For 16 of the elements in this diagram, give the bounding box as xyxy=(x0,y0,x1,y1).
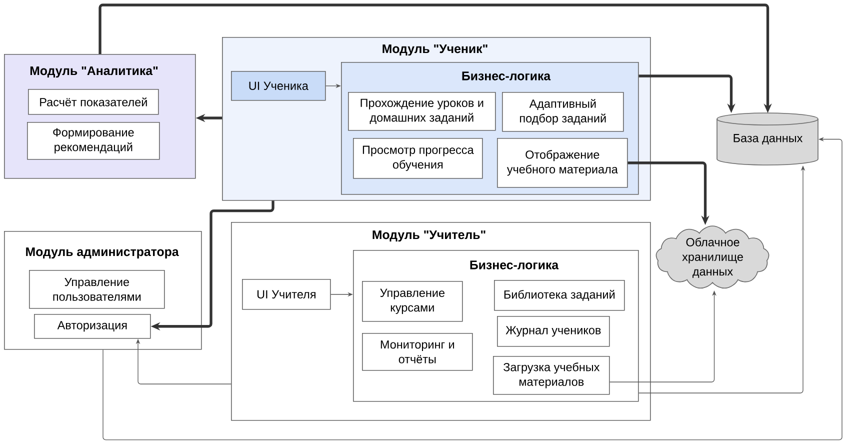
process-box: Мониторинг и отчёты xyxy=(362,333,473,371)
process-box: Прохождение уроков и домашних заданий xyxy=(348,92,496,131)
process-box: Авторизация xyxy=(34,314,151,339)
process-box: Журнал учеников xyxy=(497,316,610,347)
database-cylinder: База данных xyxy=(716,112,818,166)
process-box: Управление пользователями xyxy=(29,270,165,309)
process-box: UI Учителя xyxy=(242,279,331,310)
process-box: Расчёт показателей xyxy=(28,89,159,115)
process-box: UI Ученика xyxy=(231,71,326,101)
process-box: Управление курсами xyxy=(362,281,463,322)
process-box: Отображение учебного материала xyxy=(497,138,628,188)
process-box: Формирование рекомендаций xyxy=(27,122,160,160)
process-box: Адаптивный подбор заданий xyxy=(502,92,624,132)
process-box: Загрузка учебных материалов xyxy=(493,356,610,395)
process-box: Просмотр прогресса обучения xyxy=(353,138,483,179)
process-box: Библиотека заданий xyxy=(494,280,625,311)
